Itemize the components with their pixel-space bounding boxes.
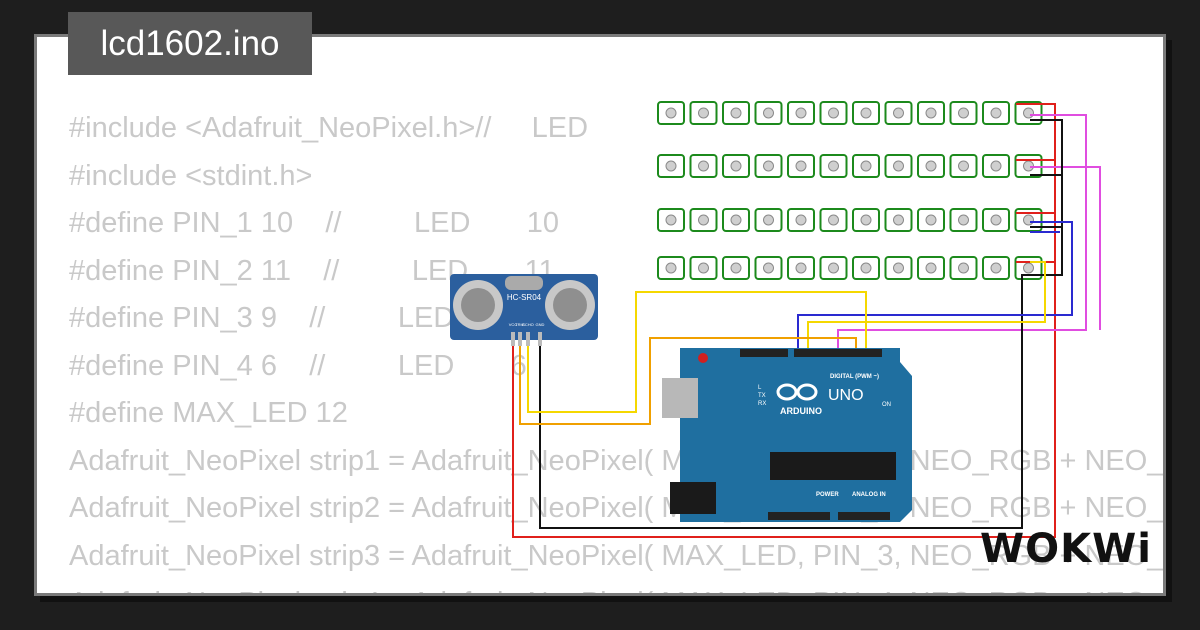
code-line: #define PIN_2 11 // LED 11 — [69, 254, 555, 287]
code-line: #define PIN_4 6 // LED 6 — [69, 349, 527, 382]
code-line: #include <stdint.h> — [69, 159, 313, 192]
code-listing: #include <Adafruit_NeoPixel.h>// LED #inc… — [69, 105, 1164, 593]
code-line: #define PIN_3 9 // LED 9 — [69, 302, 527, 334]
code-line: Adafruit_NeoPixel strip3 = Adafruit_NeoP… — [69, 539, 1164, 572]
wokwi-logo: WOKWi — [980, 526, 1152, 572]
file-title-tab: lcd1602.ino — [68, 12, 312, 75]
code-line: #define PIN_1 10 // LED 10 — [69, 207, 560, 239]
code-line: #define MAX_LED 12 — [69, 397, 348, 429]
code-line: Adafruit_NeoPixel strip4 = Adafruit_NeoP… — [69, 580, 1163, 593]
code-line: #include <Adafruit_NeoPixel.h>// LED — [69, 112, 589, 144]
code-line: Adafruit_NeoPixel strip1 = Adafruit_NeoP… — [69, 444, 1164, 477]
preview-card: #include <Adafruit_NeoPixel.h>// LED #inc… — [34, 34, 1166, 596]
